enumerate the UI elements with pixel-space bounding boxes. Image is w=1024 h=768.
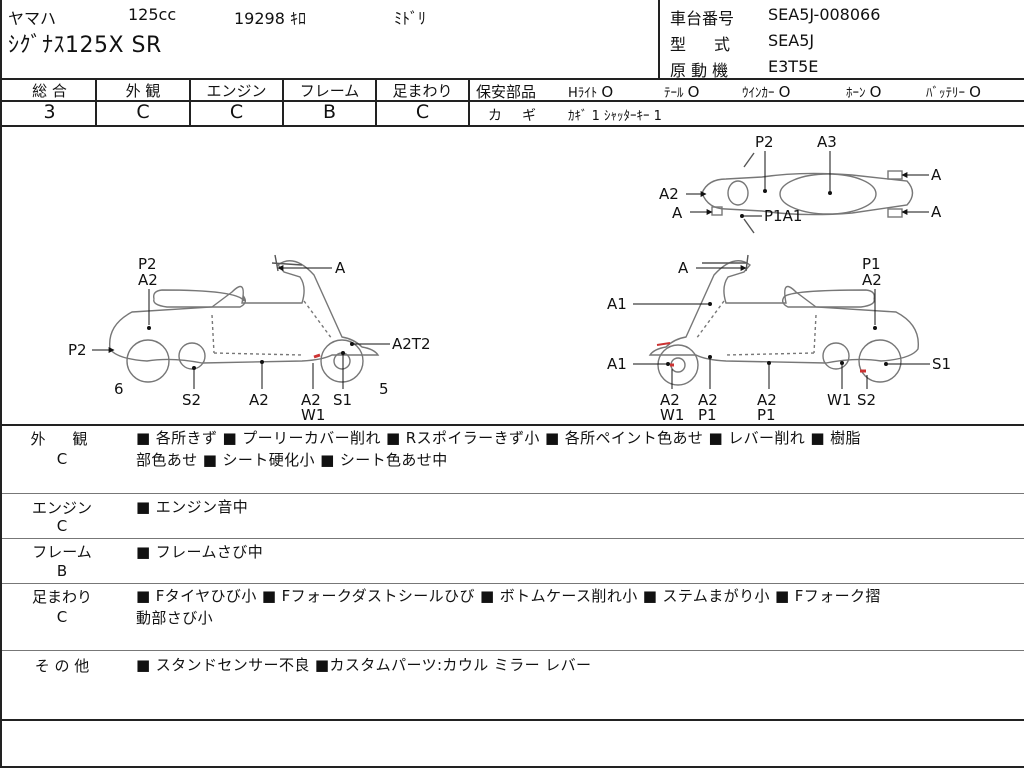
diag-label: A2: [249, 391, 269, 409]
diag-label: A1: [607, 355, 627, 373]
diag-label: W1: [660, 406, 684, 424]
status-mark: O: [969, 83, 981, 101]
section-other-text: ■ スタンドセンサー不良 ■カスタムパーツ:カウル ミラー レバー: [136, 656, 592, 674]
section-engine-label: エンジン: [31, 499, 92, 517]
diag-label: A: [931, 203, 942, 221]
diag-label: P2: [138, 255, 157, 273]
safety-item-winker: ｳｲﾝｶｰ O: [742, 83, 791, 101]
damage-mark: [313, 353, 321, 359]
overall-grade: 3: [43, 101, 56, 123]
diag-label: A2: [757, 391, 777, 409]
diag-label: A: [931, 166, 942, 184]
section-suspension-label: 足まわり: [31, 588, 92, 606]
damage-diagram: P2 A2 A P2 A2T2 6 S2 A2 A2 W1 S1 5: [68, 133, 951, 424]
suspension-label: 足まわり: [392, 82, 453, 100]
diag-label: S1: [932, 355, 951, 373]
status-mark: O: [869, 83, 882, 101]
type-label: 型 式: [670, 35, 737, 54]
key-label: カ ギ: [488, 108, 539, 124]
top-diagram-labels: P2 A3 A2 A P1A1 A A: [659, 133, 942, 225]
safety-label: 保安部品: [476, 83, 537, 101]
exterior-grade: C: [136, 101, 150, 123]
section-engine-grade: C: [56, 517, 68, 535]
safety-item-horn: ﾎｰﾝ O: [846, 83, 882, 101]
diag-label: P2: [68, 341, 87, 359]
section-other-label: そ の 他: [34, 657, 90, 675]
section-frame-text: ■ フレームさび中: [136, 543, 264, 561]
status-mark: O: [687, 83, 700, 101]
type-value: SEA5J: [768, 31, 815, 50]
model-name: ｼｸﾞﾅｽ125X SR: [8, 33, 162, 58]
diag-label: A: [672, 204, 683, 222]
diag-label: P1A1: [764, 207, 802, 225]
top-view-scooter: [701, 152, 914, 234]
diag-label: P1: [757, 406, 776, 424]
diag-label: A3: [817, 133, 837, 151]
right-diagram-labels: A P1 A2 A1 A1 S1 A2 W1 A2 P1 A2 P1: [607, 255, 951, 424]
diag-label: A2: [698, 391, 718, 409]
damage-mark: [670, 363, 866, 373]
diag-label: A1: [607, 295, 627, 313]
diag-label: S2: [857, 391, 876, 409]
maker: ヤマハ: [8, 9, 57, 28]
displacement: 125cc: [128, 5, 177, 24]
diag-label: S1: [333, 391, 352, 409]
section-exterior-text: ■ 各所きず ■ プーリーカバー削れ ■ Rスポイラーきず小 ■ 各所ペイント色…: [136, 429, 861, 469]
safety-item-battery: ﾊﾞｯﾃﾘｰ O: [926, 83, 981, 101]
diag-label: A2: [862, 271, 882, 289]
diag-label: A2: [659, 185, 679, 203]
status-mark: O: [778, 83, 791, 101]
diag-label: A2T2: [392, 335, 431, 353]
diag-label: P1: [698, 406, 717, 424]
safety-item-headlight: Hﾗｲﾄ O: [568, 83, 614, 101]
diag-label: 6: [114, 380, 124, 398]
diag-label: A: [678, 259, 689, 277]
overall-label: 総 合: [32, 82, 67, 100]
section-engine-text: ■ エンジン音中: [136, 498, 249, 516]
section-frame-grade: B: [56, 562, 68, 580]
diag-label: A2: [660, 391, 680, 409]
diag-label: A: [335, 259, 346, 277]
exterior-label: 外 観: [125, 82, 161, 100]
engine-grade: C: [229, 101, 244, 123]
color: ﾐﾄﾞﾘ: [394, 9, 427, 28]
diag-label: S2: [182, 391, 201, 409]
diag-label: 5: [379, 380, 389, 398]
diag-label: P1: [862, 255, 881, 273]
section-suspension-text: ■ Fタイヤひび小 ■ Fフォークダストシールひび ■ ボトムケース削れ小 ■ …: [136, 587, 881, 627]
section-exterior-grade: C: [56, 450, 68, 468]
status-mark: O: [601, 83, 614, 101]
key-value: ｶｷﾞ 1 ｼｬｯﾀｰｷｰ 1: [568, 109, 662, 124]
diag-label: W1: [301, 406, 325, 424]
engine-model-label: 原 動 機: [670, 61, 729, 80]
left-side-scooter: [108, 254, 380, 383]
engine-model-value: E3T5E: [768, 57, 819, 76]
frame-grade: B: [322, 101, 337, 123]
diag-label: P2: [755, 133, 774, 151]
mileage: 19298 ｷﾛ: [234, 9, 306, 28]
diag-label: A2: [301, 391, 321, 409]
frame-number-value: SEA5J-008066: [768, 5, 881, 24]
diag-label: A2: [138, 271, 158, 289]
frame-number-label: 車台番号: [670, 9, 735, 28]
section-frame-label: フレーム: [32, 543, 92, 561]
suspension-grade: C: [415, 101, 430, 123]
frame-label: フレーム: [299, 82, 360, 100]
diag-label: W1: [827, 391, 851, 409]
engine-label: エンジン: [206, 82, 267, 100]
safety-item-taillight: ﾃｰﾙ O: [664, 83, 700, 101]
section-suspension-grade: C: [56, 608, 68, 626]
left-diagram-labels: P2 A2 A P2 A2T2 6 S2 A2 A2 W1 S1 5: [68, 255, 431, 424]
section-exterior-label: 外 観: [30, 430, 94, 448]
